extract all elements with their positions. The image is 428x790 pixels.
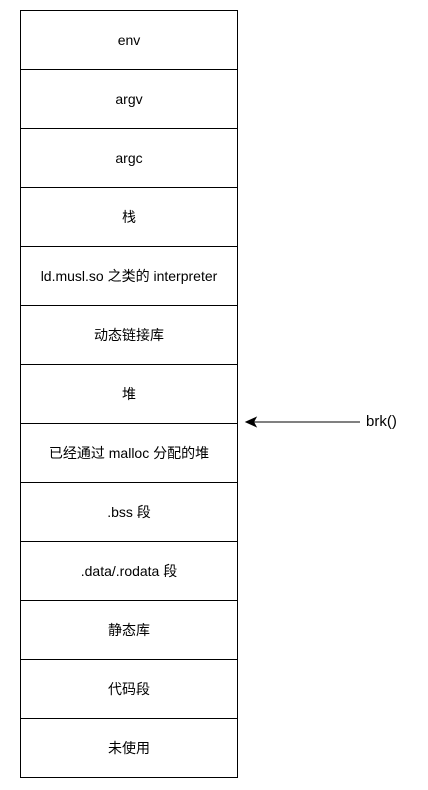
segment-allocated-heap: 已经通过 malloc 分配的堆 [21,424,237,483]
segment-dynamic-libraries: 动态链接库 [21,306,237,365]
segment-data-rodata: .data/.rodata 段 [21,542,237,601]
segment-bss: .bss 段 [21,483,237,542]
segment-code: 代码段 [21,660,237,719]
segment-argc: argc [21,129,237,188]
segment-env: env [21,11,237,70]
memory-layout-stack: env argv argc 栈 ld.musl.so 之类的 interpret… [20,10,238,778]
segment-interpreter: ld.musl.so 之类的 interpreter [21,247,237,306]
segment-static-libraries: 静态库 [21,601,237,660]
segment-stack: 栈 [21,188,237,247]
segment-argv: argv [21,70,237,129]
segment-unused: 未使用 [108,740,150,756]
left-arrow-icon [244,416,360,428]
brk-label: brk() [366,413,397,430]
segment-heap: 堆 [21,365,237,424]
